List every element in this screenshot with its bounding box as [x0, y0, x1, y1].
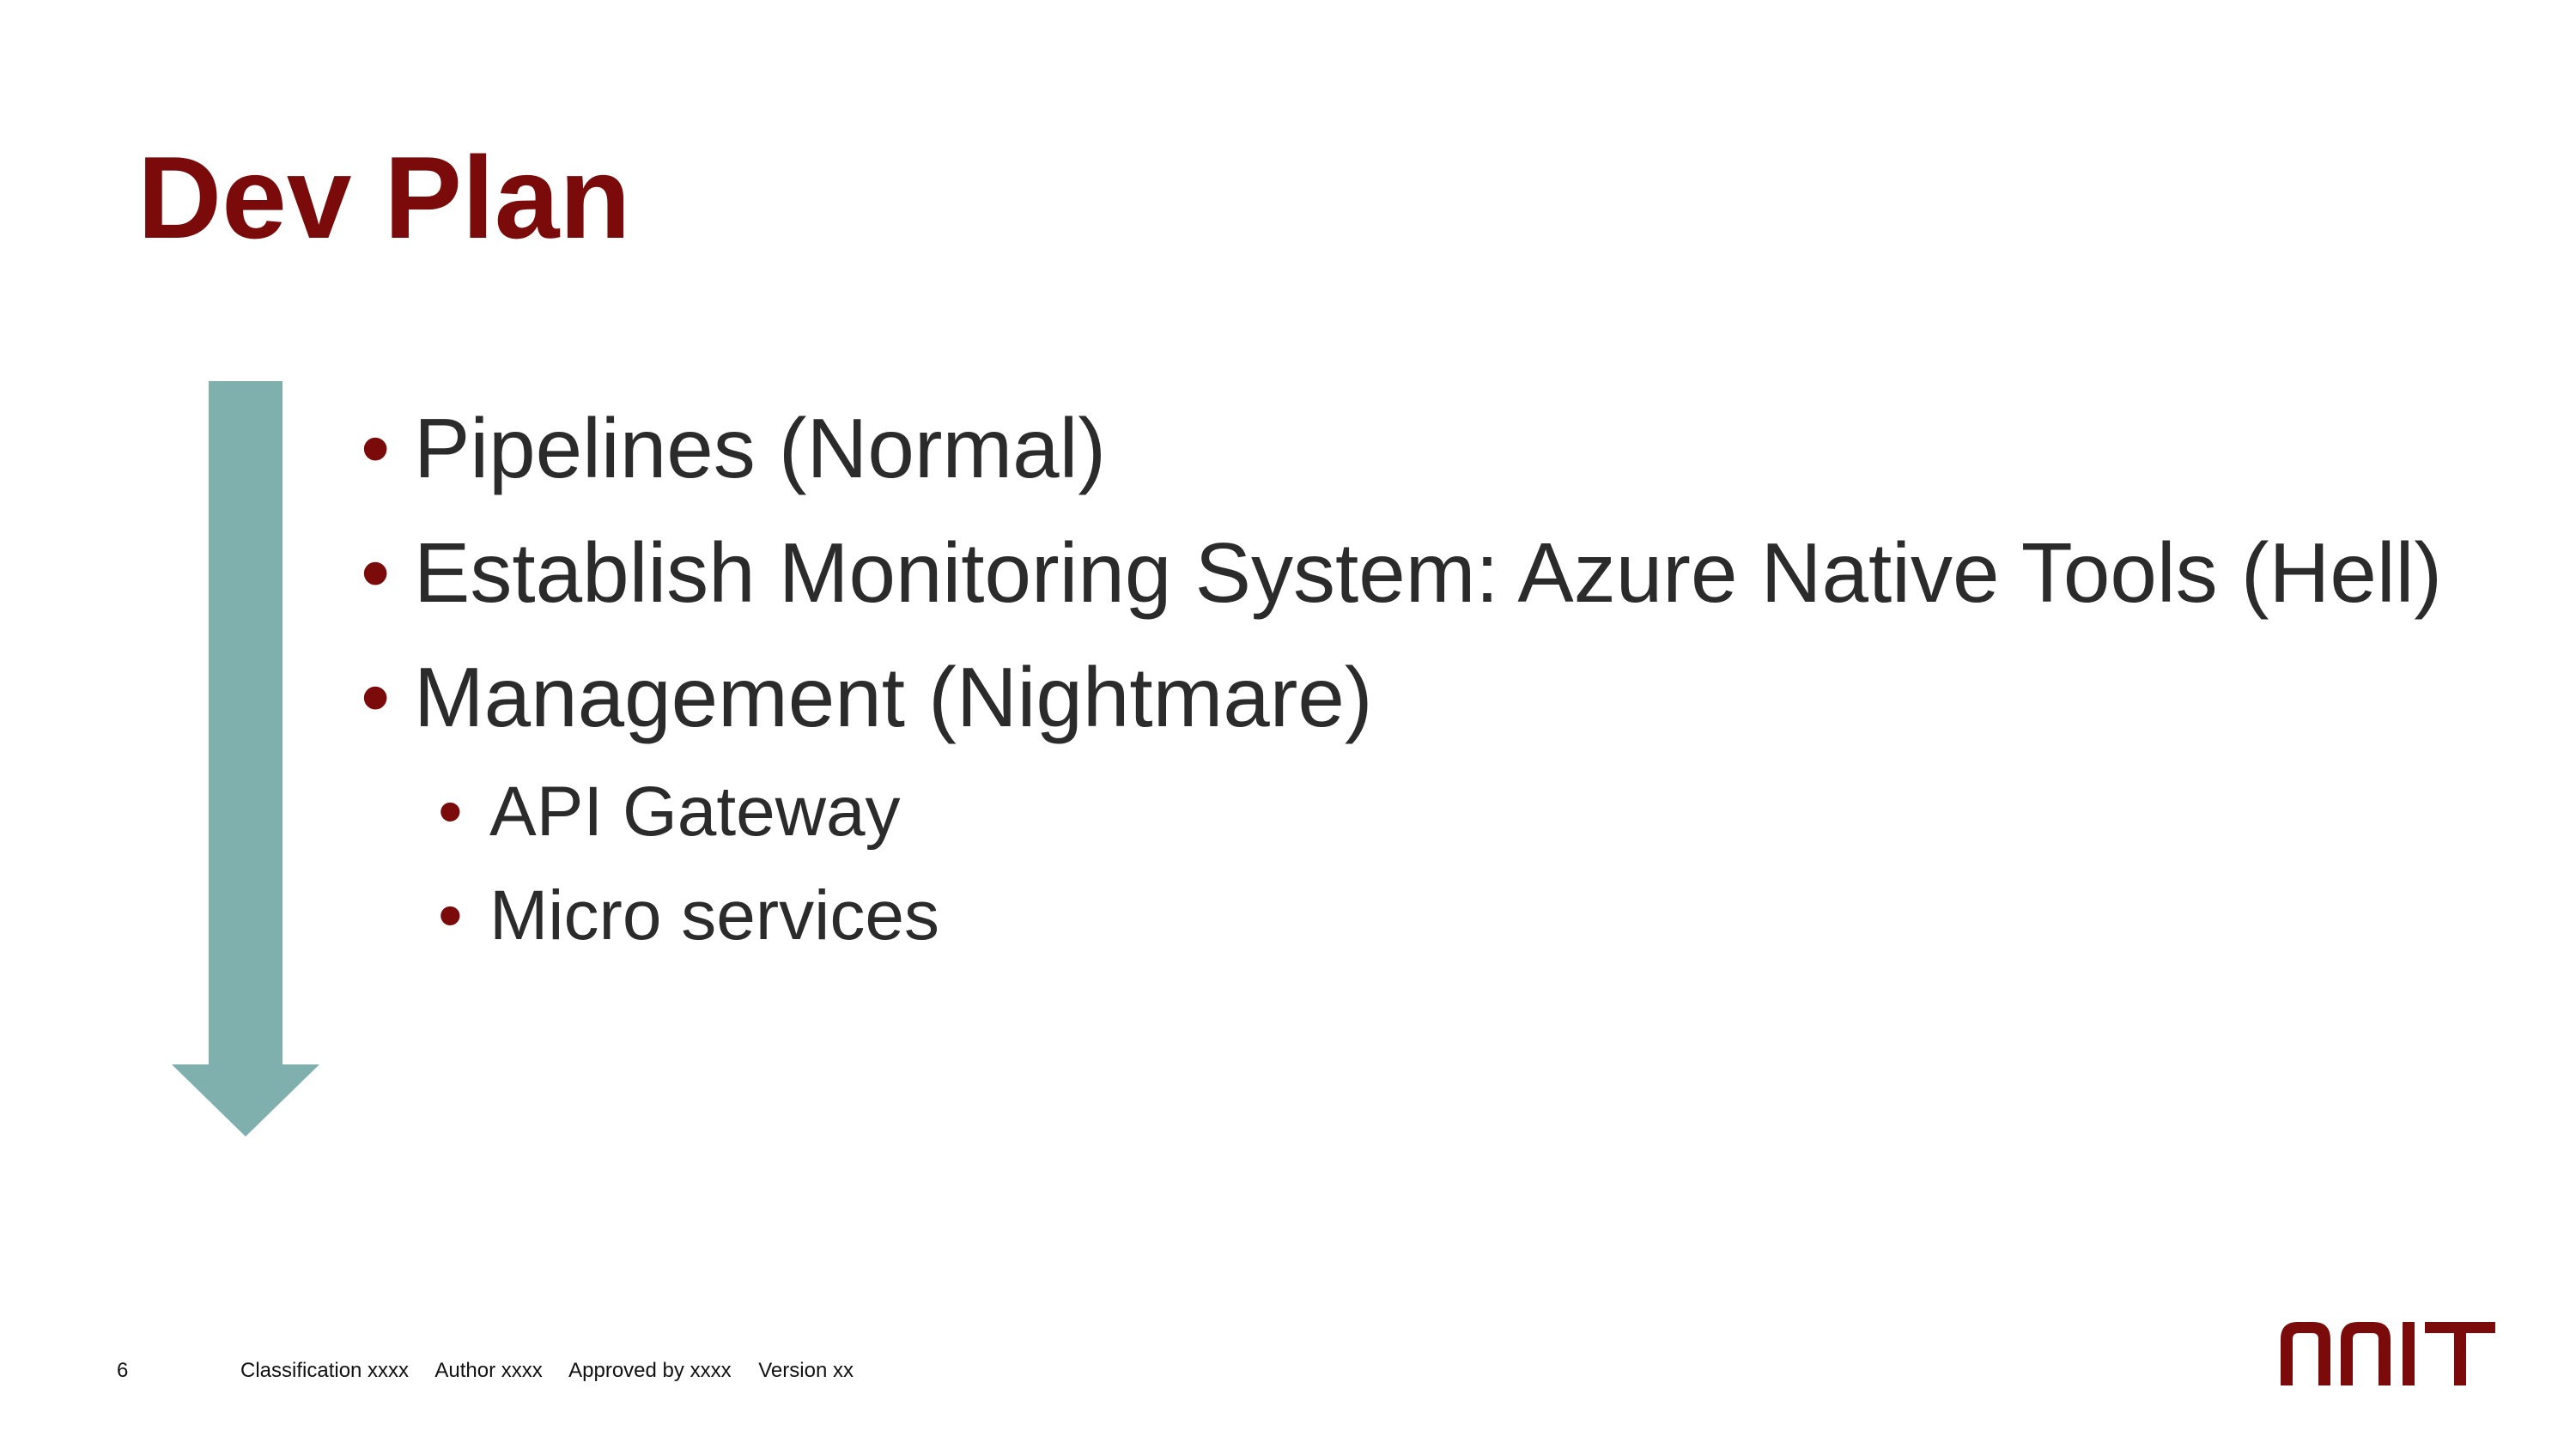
nnit-logo: [2281, 1322, 2495, 1385]
sub-list-item: • Micro services: [361, 864, 2442, 967]
bullet-marker: •: [438, 773, 463, 851]
footer-classification: Classification xxxx: [240, 1359, 410, 1382]
footer-approved-by: Approved by xxxx: [568, 1359, 732, 1382]
bullet-text: Pipelines (Normal): [414, 401, 1107, 495]
sub-list-item: • API Gateway: [361, 760, 2442, 864]
footer-version: Version xx: [758, 1359, 854, 1382]
slide-title: Dev Plan: [137, 132, 631, 263]
bullet-marker: •: [438, 876, 463, 955]
list-item: • Management (Nightmare): [361, 635, 2442, 760]
list-item: • Pipelines (Normal): [361, 386, 2442, 511]
footer-meta: Classification xxxx Author xxxx Approved…: [240, 1358, 875, 1384]
bullet-list: • Pipelines (Normal) • Establish Monitor…: [361, 386, 2442, 967]
bullet-marker: •: [361, 525, 391, 620]
sub-bullet-text: Micro services: [489, 876, 939, 955]
bullet-marker: •: [361, 401, 391, 495]
footer-author: Author xxxx: [434, 1359, 543, 1382]
sub-bullet-text: API Gateway: [489, 773, 901, 851]
down-arrow-icon: [172, 381, 319, 1137]
bullet-text: Establish Monitoring System: Azure Nativ…: [414, 525, 2443, 620]
page-number: 6: [117, 1359, 129, 1382]
list-item: • Establish Monitoring System: Azure Nat…: [361, 511, 2442, 635]
bullet-marker: •: [361, 650, 391, 744]
bullet-text: Management (Nightmare): [414, 650, 1373, 744]
